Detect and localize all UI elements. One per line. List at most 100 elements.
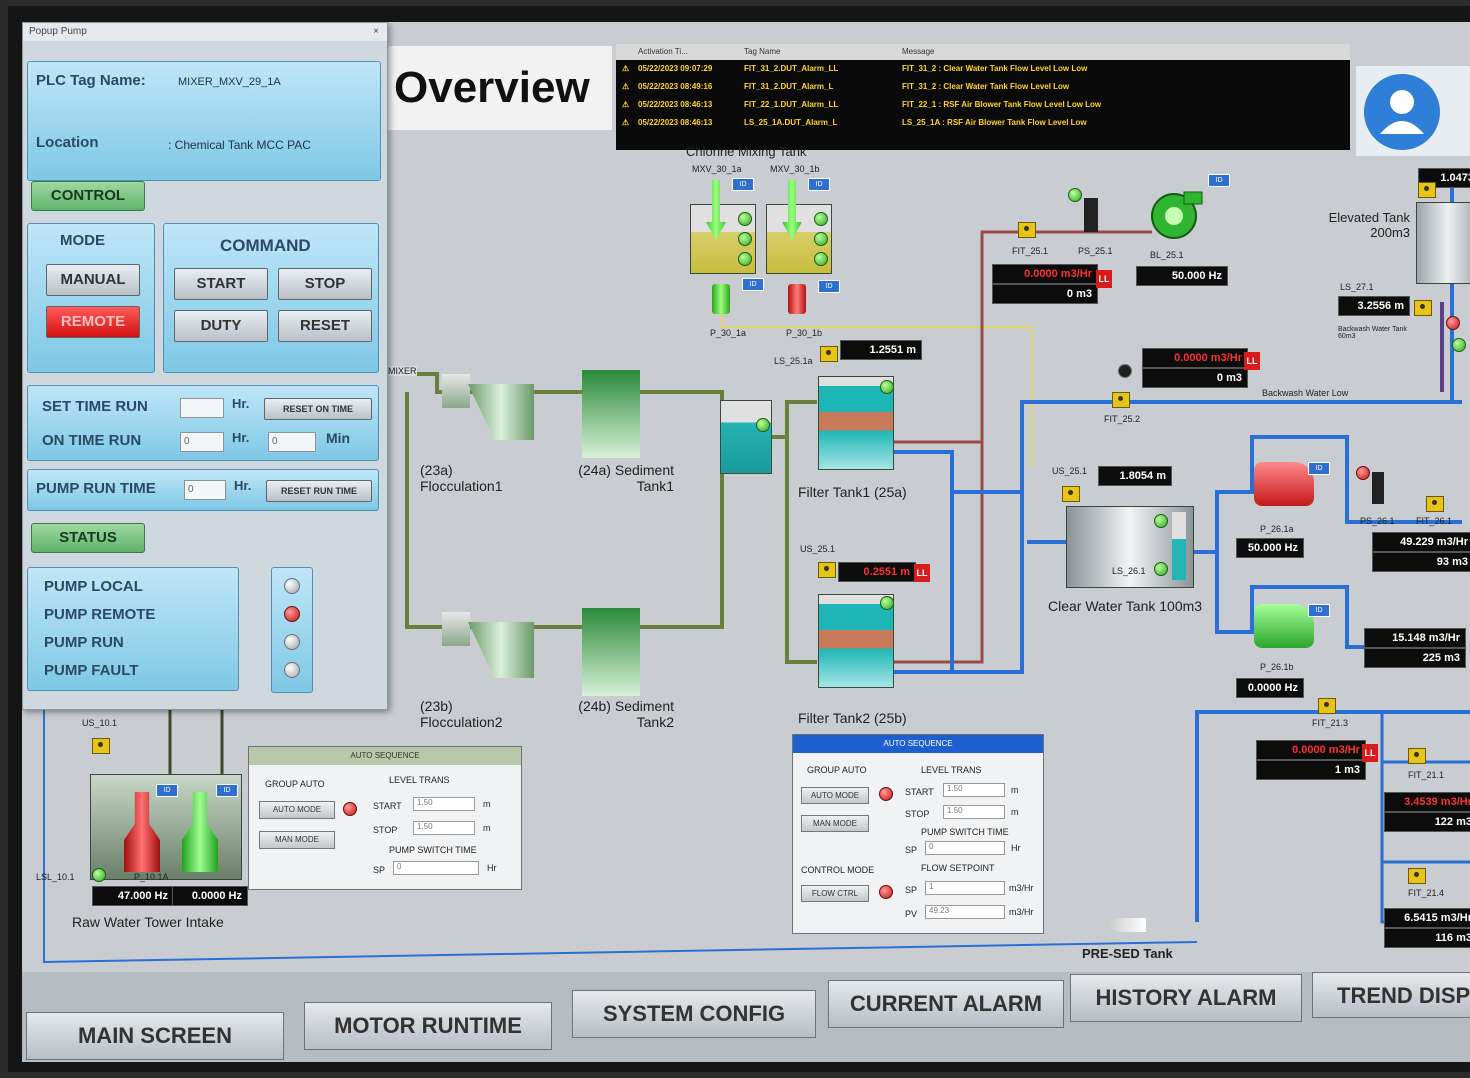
close-icon[interactable]: × [373, 26, 379, 37]
tab-history-alarm[interactable]: HISTORY ALARM [1070, 974, 1302, 1022]
start-button[interactable]: START [174, 268, 268, 300]
dosing-pump-a-icon[interactable] [712, 284, 730, 314]
alarm-banner[interactable]: Activation Ti... Tag Name Message ⚠ 05/2… [616, 44, 1350, 150]
on-time-hr-display: 0 [180, 432, 224, 452]
unit-label: m [1011, 807, 1019, 817]
raw-pump-b-id-badge[interactable]: ID [216, 784, 238, 797]
flow-transmitter-icon[interactable] [1018, 222, 1036, 238]
warning-icon: ⚠ [622, 64, 630, 73]
fit-21-3-flow-value: 0.0000 m3/Hr [1256, 740, 1366, 760]
ps-26-1-switch-icon[interactable] [1372, 472, 1384, 504]
alarm-row[interactable]: ⚠ 05/22/2023 08:46:13 FIT_22_1.DUT_Alarm… [616, 100, 1350, 117]
pressure-switch-icon[interactable] [1084, 198, 1098, 232]
alarm-time: 05/22/2023 08:46:13 [638, 118, 713, 127]
blower-icon[interactable] [1148, 188, 1204, 244]
raw-pump-a-id-badge[interactable]: ID [156, 784, 178, 797]
duty-button[interactable]: DUTY [174, 310, 268, 342]
manual-button[interactable]: MANUAL [46, 264, 140, 296]
tab-motor-runtime[interactable]: MOTOR RUNTIME [304, 1002, 552, 1050]
pump-26-1a-icon[interactable] [1254, 462, 1314, 506]
presed-tank-label: PRE-SED Tank [1082, 946, 1173, 961]
fit-26-1-tag: FIT_26.1 [1416, 516, 1453, 526]
auto-mode-button[interactable]: AUTO MODE [801, 787, 869, 804]
blower-id-badge[interactable]: ID [1208, 174, 1230, 187]
reset-button[interactable]: RESET [278, 310, 372, 342]
mixer-b-tag: MXV_30_1b [770, 164, 820, 174]
sediment2-tank[interactable] [582, 608, 640, 696]
man-mode-button[interactable]: MAN MODE [259, 831, 335, 849]
ls-25-1a-sensor-icon[interactable] [820, 346, 838, 362]
mixer-b-id-badge[interactable]: ID [808, 178, 830, 191]
stop-level-input[interactable]: 1.50 [943, 805, 1005, 819]
pump-b-id-badge[interactable]: ID [818, 280, 840, 293]
raw-pump-b-freq-value: 0.0000 Hz [172, 886, 248, 906]
start-level-input[interactable]: 1.50 [413, 797, 475, 811]
fit-26-1-icon[interactable] [1426, 496, 1444, 512]
flow-ctrl-lamp [879, 885, 893, 899]
alarm-row[interactable]: ⚠ 05/22/2023 08:49:16 FIT_31_2.DUT_Alarm… [616, 82, 1350, 99]
fit-25-2-icon[interactable] [1112, 392, 1130, 408]
mixer-label: MIXER [388, 366, 417, 376]
tab-system-config[interactable]: SYSTEM CONFIG [572, 990, 816, 1038]
sediment1-tank[interactable] [582, 370, 640, 458]
pump-a-id-badge[interactable]: ID [742, 278, 764, 291]
ls-25-1b-sensor-icon[interactable] [818, 562, 836, 578]
flocculation2-label: (23b) Flocculation2 [420, 698, 503, 730]
start-label: START [373, 801, 402, 811]
valve-icon[interactable] [1118, 364, 1132, 378]
pump-26-1b-id-badge[interactable]: ID [1308, 604, 1330, 617]
scada-screen: Overview Activation Ti... Tag Name Messa… [22, 22, 1470, 1062]
tab-current-alarm[interactable]: CURRENT ALARM [828, 980, 1064, 1028]
fit-21-1-icon[interactable] [1408, 748, 1426, 764]
auto-sequence-panel-2: AUTO SEQUENCE GROUP AUTO AUTO MODE MAN M… [792, 734, 1044, 934]
user-login[interactable] [1356, 66, 1470, 156]
tab-trend-display[interactable]: TREND DISPLAY [1312, 972, 1470, 1018]
alarm-tag: FIT_31_2.DUT_Alarm_LL [744, 64, 839, 73]
stop-level-input[interactable]: 1.50 [413, 821, 475, 835]
us-26-1-tag: US_25.1 [1052, 466, 1088, 476]
alarm-col-msg: Message [902, 47, 935, 56]
control-section-tag: CONTROL [31, 181, 145, 211]
level-trans-label: LEVEL TRANS [921, 765, 982, 775]
start-level-input[interactable]: 1.50 [943, 783, 1005, 797]
filter-tank2[interactable] [818, 594, 894, 688]
min-unit-label: Min [326, 430, 351, 446]
pump-switch-sp-input[interactable]: 0 [925, 841, 1005, 855]
alarm-row[interactable]: ⚠ 05/22/2023 08:46:13 LS_25_1A.DUT_Alarm… [616, 118, 1350, 135]
set-time-run-input[interactable] [180, 398, 224, 418]
status-section-tag: STATUS [31, 523, 145, 553]
flow-setpoint-input[interactable]: 1 [925, 881, 1005, 895]
pump-26-1a-id-badge[interactable]: ID [1308, 462, 1330, 475]
process-pipes [43, 182, 1470, 964]
flow-pv-display: 49.23 [925, 905, 1005, 919]
pump-run-time-label: PUMP RUN TIME [36, 480, 156, 497]
flow-ctrl-button[interactable]: FLOW CTRL [801, 885, 869, 902]
faceplate-title-bar[interactable]: Popup Pump × [23, 23, 387, 41]
distribution-tank[interactable] [720, 400, 772, 474]
stop-button[interactable]: STOP [278, 268, 372, 300]
fit-21-4-total-value: 116 m3 [1384, 928, 1470, 948]
fit-21-3-icon[interactable] [1318, 698, 1336, 714]
monitor-bezel: Overview Activation Ti... Tag Name Messa… [8, 6, 1470, 1072]
reset-on-time-button[interactable]: RESET ON TIME [264, 398, 372, 420]
fit-21-4-icon[interactable] [1408, 868, 1426, 884]
backwash-level-sensor-icon[interactable] [1414, 300, 1432, 316]
mixer-a-id-badge[interactable]: ID [732, 178, 754, 191]
pump-switch-sp-input[interactable]: 0 [393, 861, 479, 875]
filter-tank2-label: Filter Tank2 (25b) [798, 710, 907, 726]
tab-main-screen[interactable]: MAIN SCREEN [26, 1012, 284, 1060]
ls-26-1-sensor-icon[interactable] [1062, 486, 1080, 502]
alarm-tag: LS_25_1A.DUT_Alarm_L [744, 118, 838, 127]
man-mode-button[interactable]: MAN MODE [801, 815, 869, 832]
level-sensor-icon[interactable] [1418, 182, 1436, 198]
remote-button[interactable]: REMOTE [46, 306, 140, 338]
ls-25-1b-level-value: 0.2551 m [838, 562, 916, 582]
dosing-pump-b-icon[interactable] [788, 284, 806, 314]
elevated-tank[interactable] [1416, 202, 1470, 284]
pump-26-1b-icon[interactable] [1254, 604, 1314, 648]
us-10-1-sensor-icon[interactable] [92, 738, 110, 754]
reset-run-time-button[interactable]: RESET RUN TIME [266, 480, 372, 502]
group-auto-label: GROUP AUTO [807, 765, 867, 775]
auto-mode-button[interactable]: AUTO MODE [259, 801, 335, 819]
alarm-row[interactable]: ⚠ 05/22/2023 09:07:29 FIT_31_2.DUT_Alarm… [616, 64, 1350, 81]
